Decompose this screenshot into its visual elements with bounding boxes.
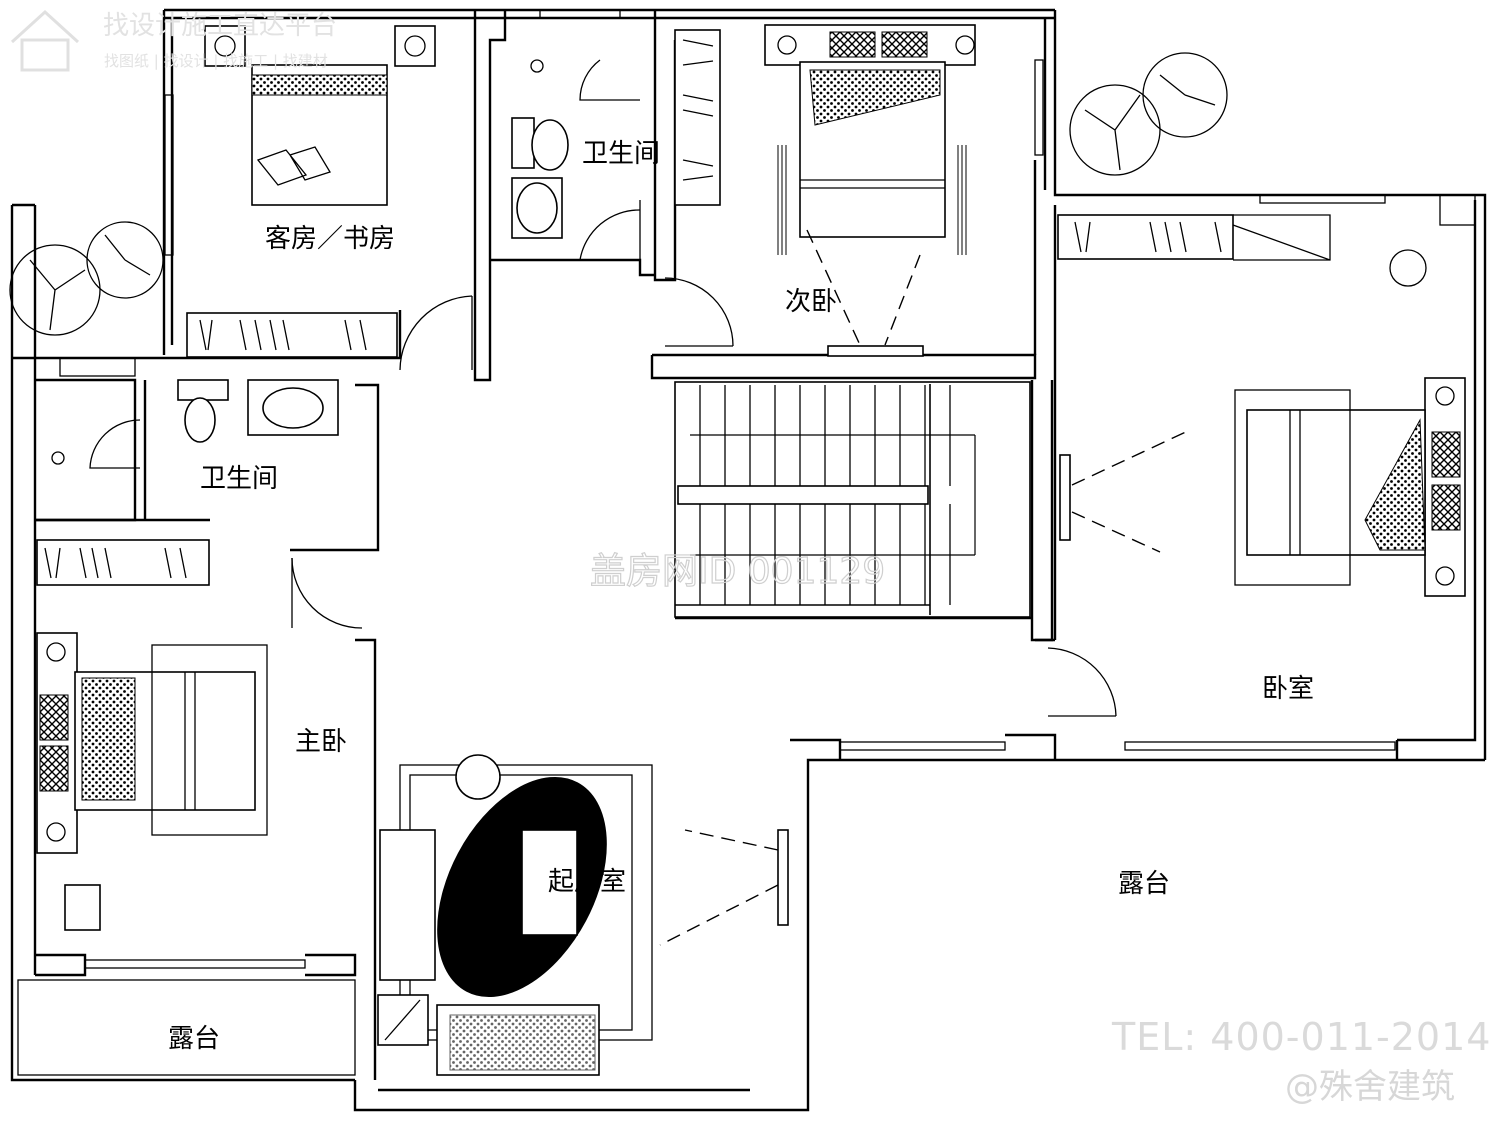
label-living-room: 起居室 — [548, 867, 626, 897]
stair-landing — [677, 485, 929, 505]
watermark-tel: TEL: 400-011-2014 — [1111, 1015, 1491, 1059]
label-bath-upper: 卫生间 — [582, 139, 660, 169]
beds — [36, 24, 1466, 931]
walls — [10, 8, 1487, 1112]
label-bedroom-right: 卧室 — [1262, 674, 1314, 704]
watermark-center-id: 盖房网ID 001129 — [590, 551, 885, 592]
trees — [9, 52, 1228, 336]
label-terrace-left: 露台 — [168, 1024, 220, 1054]
staircase — [674, 381, 1031, 618]
doors — [89, 59, 1117, 717]
living-room-furniture — [377, 754, 789, 1076]
watermark-logo — [10, 9, 80, 72]
label-bath-left: 卫生间 — [200, 464, 278, 494]
watermark-top-subtitle: 找图纸 | 找设计 | 找施工 | 找建材 — [104, 52, 328, 70]
label-master-bedroom: 主卧 — [295, 727, 347, 757]
watermark-brand: @殊舍建筑 — [1285, 1067, 1455, 1107]
label-second-bedroom: 次卧 — [785, 287, 837, 317]
watermark-top-title: 找设计施工直达平台 — [103, 11, 337, 41]
label-terrace-right: 露台 — [1118, 869, 1170, 899]
label-guest-study: 客房／书房 — [265, 224, 395, 254]
windows — [17, 9, 1476, 1076]
wardrobes — [36, 29, 1331, 586]
bath-fixtures — [51, 59, 569, 465]
